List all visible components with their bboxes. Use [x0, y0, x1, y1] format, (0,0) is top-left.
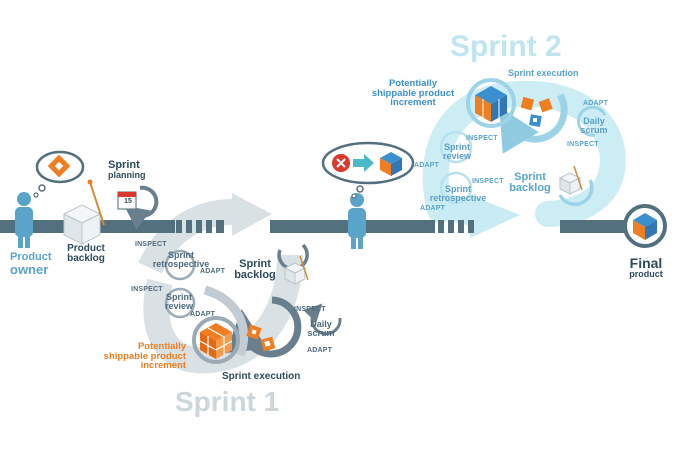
sprint-planning-label: Sprint planning: [108, 160, 146, 180]
sprint2-retro-line1: Sprint: [445, 184, 471, 194]
sprint1-review-line2: review: [164, 301, 194, 311]
sprint2-backlog-line2: backlog: [509, 182, 551, 194]
sprint2-review-line1: Sprint: [444, 142, 470, 152]
final-product-icon: [623, 204, 667, 248]
sprint1-adapt-c: ADAPT: [307, 347, 333, 354]
product-owner-label: Product owner: [10, 251, 52, 277]
sprint1-increment-line2: shippable product: [103, 350, 186, 362]
sprint1-increment-line1: Potentially: [137, 341, 186, 352]
sprint2-cycle: [439, 93, 607, 206]
sprint2-increment-label: Potentially shippable product increment: [358, 79, 468, 108]
sprint1-backlog-line1: Sprint: [239, 258, 271, 270]
sprint1-backlog-line2: backlog: [234, 269, 276, 281]
sprint1-daily-line1: Daily: [310, 319, 332, 329]
sprint1-retro-line1: Sprint: [168, 250, 194, 260]
product-backlog-line1: Product: [67, 243, 105, 254]
sprint2-daily-line2: scrum: [580, 125, 608, 135]
sprint1-cycle: [164, 243, 342, 358]
blue-cube-icon: [380, 152, 402, 176]
sprint2-increment-line3: increment: [390, 97, 436, 108]
sprint1-inspect-c: INSPECT: [294, 306, 326, 313]
sprint1-inspect-b: INSPECT: [131, 286, 163, 293]
sprint2-backlog-line1: Sprint: [514, 171, 546, 183]
product-owner-icon: [15, 192, 33, 248]
sprint1-inspect-a: INSPECT: [135, 241, 167, 248]
sprint1-increment-line3: increment: [140, 360, 186, 371]
sprint2-increment-line1: Potentially: [388, 78, 438, 89]
stakeholder-icon: [348, 193, 366, 249]
sprint2-review-label: Sprint review: [437, 143, 477, 161]
sprint1-retro-label: Sprint retrospective: [150, 251, 212, 269]
sprint2-inspect-b: INSPECT: [466, 135, 498, 142]
sprint1-daily-label: Daily scrum: [302, 320, 340, 338]
final-product-label: Final product: [618, 256, 674, 279]
sprint1-backlog-icon: [283, 255, 309, 285]
sprint-planning-line2: planning: [108, 170, 146, 180]
sprint1-adapt-a: ADAPT: [200, 268, 226, 275]
sprint2-increment-cube-icon: [466, 78, 516, 128]
final-product-line2: product: [629, 269, 663, 279]
sprint2-adapt-b: ADAPT: [414, 162, 440, 169]
sprint2-execution-icon: [520, 96, 553, 127]
sprint1-increment-label: Potentially shippable product increment: [80, 342, 186, 371]
product-owner-line1: Product: [10, 251, 52, 263]
sprint2-execution-label: Sprint execution: [508, 68, 579, 78]
product-backlog-line2: backlog: [67, 253, 105, 264]
sprint2-adapt-a: ADAPT: [583, 100, 609, 107]
sprint2-retro-label: Sprint retrospective: [424, 185, 492, 203]
sprint2-backlog-label: Sprint backlog: [506, 172, 554, 194]
sprint1-review-line1: Sprint: [166, 292, 192, 302]
product-backlog-label: Product backlog: [58, 244, 114, 264]
sprint1-retro-line2: retrospective: [152, 259, 210, 269]
sprint1-execution-label: Sprint execution: [222, 371, 301, 382]
sprint2-review-line2: review: [442, 151, 472, 161]
sprint2-daily-line1: Daily: [583, 116, 605, 126]
product-backlog-icon: [62, 179, 105, 245]
calendar-day: 15: [124, 198, 132, 205]
product-owner-line2: owner: [10, 262, 49, 277]
sprint1-backlog-label: Sprint backlog: [230, 259, 280, 281]
sprint2-inspect-c: INSPECT: [472, 178, 504, 185]
sprint1-title: Sprint 1: [175, 386, 280, 417]
sprint1-adapt-b: ADAPT: [190, 311, 216, 318]
sprint1-review-label: Sprint review: [160, 293, 198, 311]
sprint-planning-icon: [117, 185, 159, 230]
sprint2-adapt-c: ADAPT: [420, 205, 446, 212]
red-cross-icon: [332, 154, 350, 172]
thought-bubble-icon: [33, 150, 85, 198]
sprint2-backlog-icon: [558, 165, 583, 195]
sprint2-inspect-a: INSPECT: [567, 141, 599, 148]
sprint2-retro-line2: retrospective: [429, 193, 487, 203]
sprint2-daily-label: Daily scrum: [576, 117, 612, 135]
sprint1-increment-cube-icon: [192, 316, 240, 364]
right-arrow-icon: [353, 154, 374, 172]
final-product-line1: Final: [629, 255, 663, 271]
sprint-planning-line1: Sprint: [108, 159, 140, 171]
sprint2-title: Sprint 2: [450, 30, 562, 63]
sprint1-execution-icon: [246, 324, 276, 352]
sprint1-daily-line2: scrum: [307, 328, 335, 338]
sprint2-increment-line2: shippable product: [371, 87, 455, 99]
